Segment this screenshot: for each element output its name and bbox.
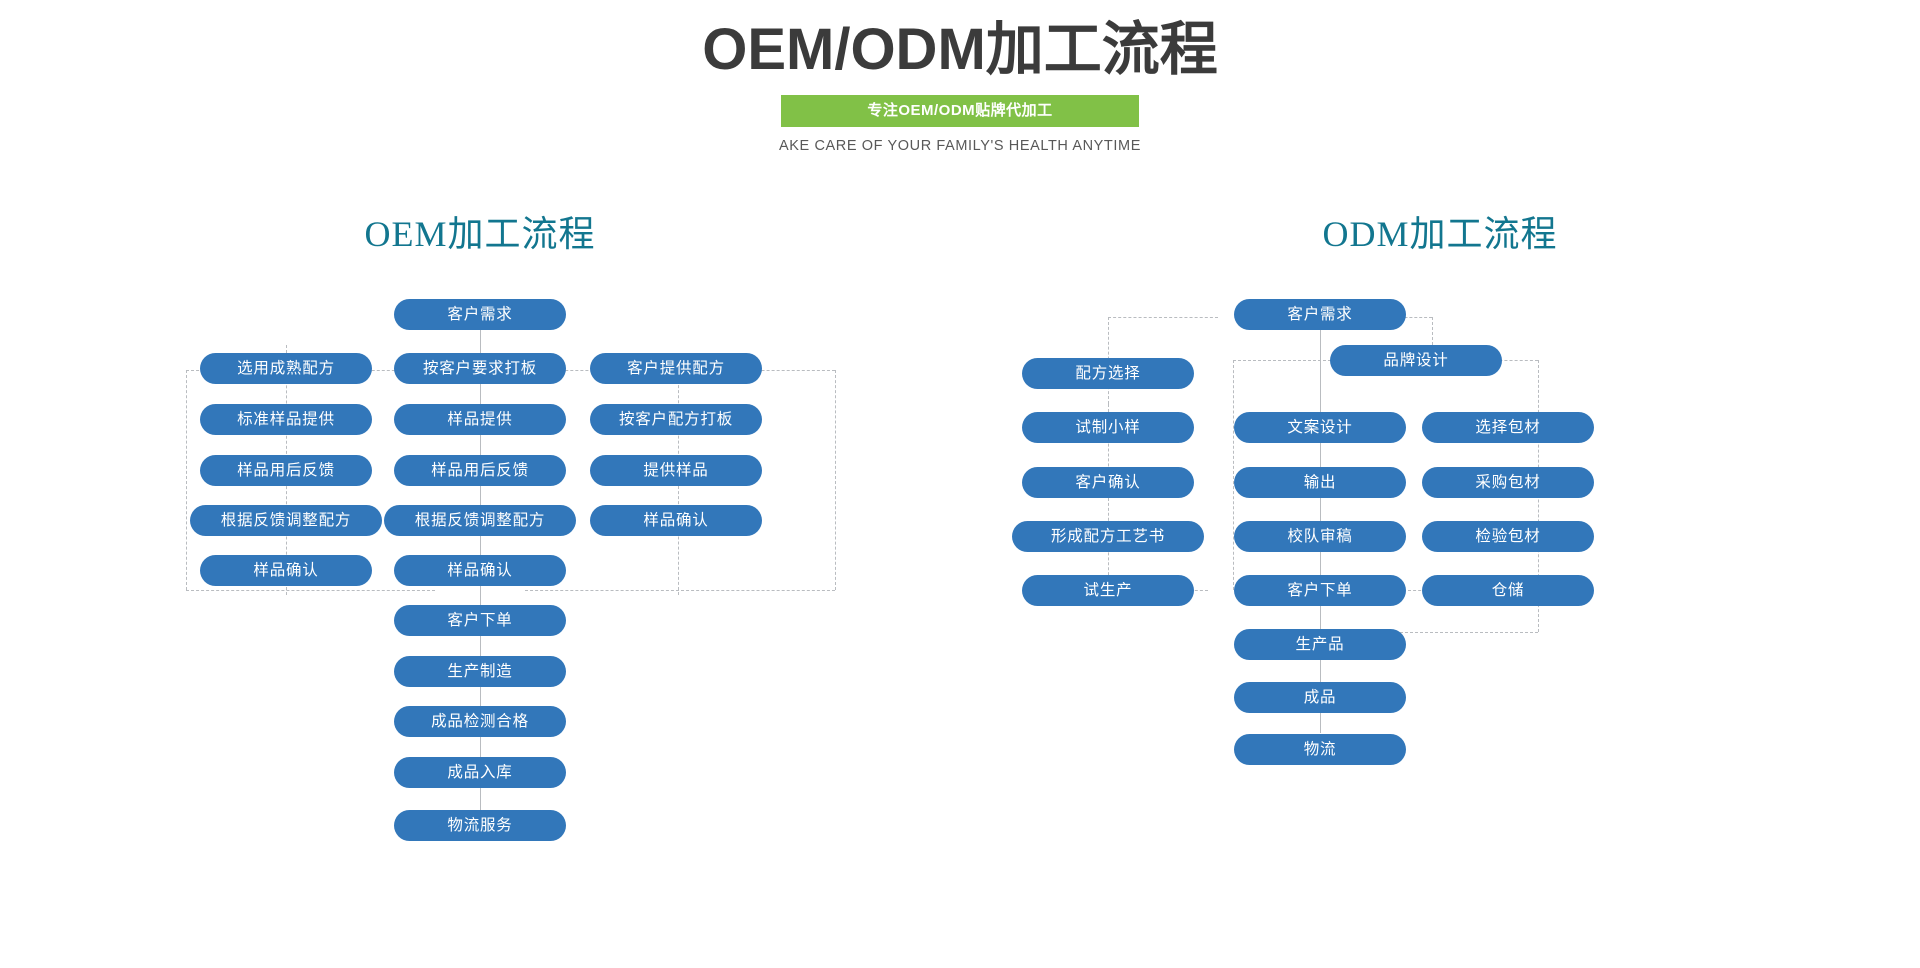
odm-node-center-4[interactable]: 客户下单	[1234, 575, 1406, 606]
odm-node-tail-1[interactable]: 生产品	[1234, 629, 1406, 660]
oem-node-left-3[interactable]: 样品用后反馈	[200, 455, 372, 486]
tagline-badge: 专注OEM/ODM贴牌代加工	[781, 94, 1139, 128]
oem-node-left-5[interactable]: 样品确认	[200, 555, 372, 586]
oem-node-center-1[interactable]: 按客户要求打板	[394, 353, 566, 384]
oem-node-right-4[interactable]: 样品确认	[590, 505, 762, 536]
odm-connector-head-left	[1108, 317, 1218, 318]
odm-node-left-5[interactable]: 试生产	[1022, 575, 1194, 606]
odm-node-center-2[interactable]: 输出	[1234, 467, 1406, 498]
oem-node-center-2[interactable]: 样品提供	[394, 404, 566, 435]
page-title: OEM/ODM加工流程	[702, 17, 1218, 82]
odm-node-center-3[interactable]: 校队审稿	[1234, 521, 1406, 552]
oem-node-center-5[interactable]: 样品确认	[394, 555, 566, 586]
oem-node-head[interactable]: 客户需求	[394, 299, 566, 330]
odm-connector-center-spine	[1233, 360, 1234, 590]
oem-diagram: 客户需求 选用成熟配方 标准样品提供 样品用后反馈 根据反馈调整配方 样品确认 …	[0, 285, 960, 905]
odm-node-left-2[interactable]: 试制小样	[1022, 412, 1194, 443]
odm-node-head[interactable]: 客户需求	[1234, 299, 1406, 330]
oem-node-tail-2[interactable]: 生产制造	[394, 656, 566, 687]
odm-connector-brand-drop	[1432, 317, 1433, 360]
odm-section: ODM加工流程	[960, 205, 1920, 905]
badge-container: 专注OEM/ODM贴牌代加工	[0, 94, 1920, 128]
oem-node-tail-1[interactable]: 客户下单	[394, 605, 566, 636]
oem-node-left-4[interactable]: 根据反馈调整配方	[190, 505, 382, 536]
oem-connector-bottom-left	[186, 590, 435, 591]
odm-connector-head-right	[1380, 317, 1432, 318]
flow-sections: OEM加工流程 客户需求	[0, 205, 1920, 905]
oem-node-right-2[interactable]: 按客户配方打板	[590, 404, 762, 435]
odm-node-left-1[interactable]: 配方选择	[1022, 358, 1194, 389]
oem-node-tail-5[interactable]: 物流服务	[394, 810, 566, 841]
oem-node-left-2[interactable]: 标准样品提供	[200, 404, 372, 435]
oem-connector-bottom-right	[525, 590, 835, 591]
oem-connector-right-spine	[835, 370, 836, 590]
oem-section-title: OEM加工流程	[364, 214, 596, 254]
odm-node-tail-3[interactable]: 物流	[1234, 734, 1406, 765]
oem-node-right-3[interactable]: 提供样品	[590, 455, 762, 486]
odm-section-title: ODM加工流程	[1322, 214, 1558, 254]
subtitle-english: AKE CARE OF YOUR FAMILY'S HEALTH ANYTIME	[779, 138, 1141, 155]
odm-node-left-3[interactable]: 客户确认	[1022, 467, 1194, 498]
odm-node-tail-2[interactable]: 成品	[1234, 682, 1406, 713]
oem-connector-left-spine	[186, 370, 187, 590]
odm-node-center-1[interactable]: 文案设计	[1234, 412, 1406, 443]
odm-node-right-4[interactable]: 仓储	[1422, 575, 1594, 606]
oem-node-center-3[interactable]: 样品用后反馈	[394, 455, 566, 486]
oem-node-center-4[interactable]: 根据反馈调整配方	[384, 505, 576, 536]
oem-node-tail-3[interactable]: 成品检测合格	[394, 706, 566, 737]
oem-node-tail-4[interactable]: 成品入库	[394, 757, 566, 788]
odm-diagram: 客户需求 品牌设计 配方选择 试制小样 客户确认 形成配方工艺书 试生产 文案设…	[960, 285, 1920, 905]
oem-node-right-1[interactable]: 客户提供配方	[590, 353, 762, 384]
odm-node-right-3[interactable]: 检验包材	[1422, 521, 1594, 552]
odm-node-left-4[interactable]: 形成配方工艺书	[1012, 521, 1204, 552]
oem-node-left-1[interactable]: 选用成熟配方	[200, 353, 372, 384]
page-header: OEM/ODM加工流程 专注OEM/ODM贴牌代加工 AKE CARE OF Y…	[0, 0, 1920, 154]
odm-node-right-1[interactable]: 选择包材	[1422, 412, 1594, 443]
oem-section: OEM加工流程 客户需求	[0, 205, 960, 905]
odm-node-right-2[interactable]: 采购包材	[1422, 467, 1594, 498]
odm-connector-brand-left	[1233, 360, 1331, 361]
odm-connector-right-to-prod	[1330, 632, 1538, 633]
odm-node-brand-design[interactable]: 品牌设计	[1330, 345, 1502, 376]
